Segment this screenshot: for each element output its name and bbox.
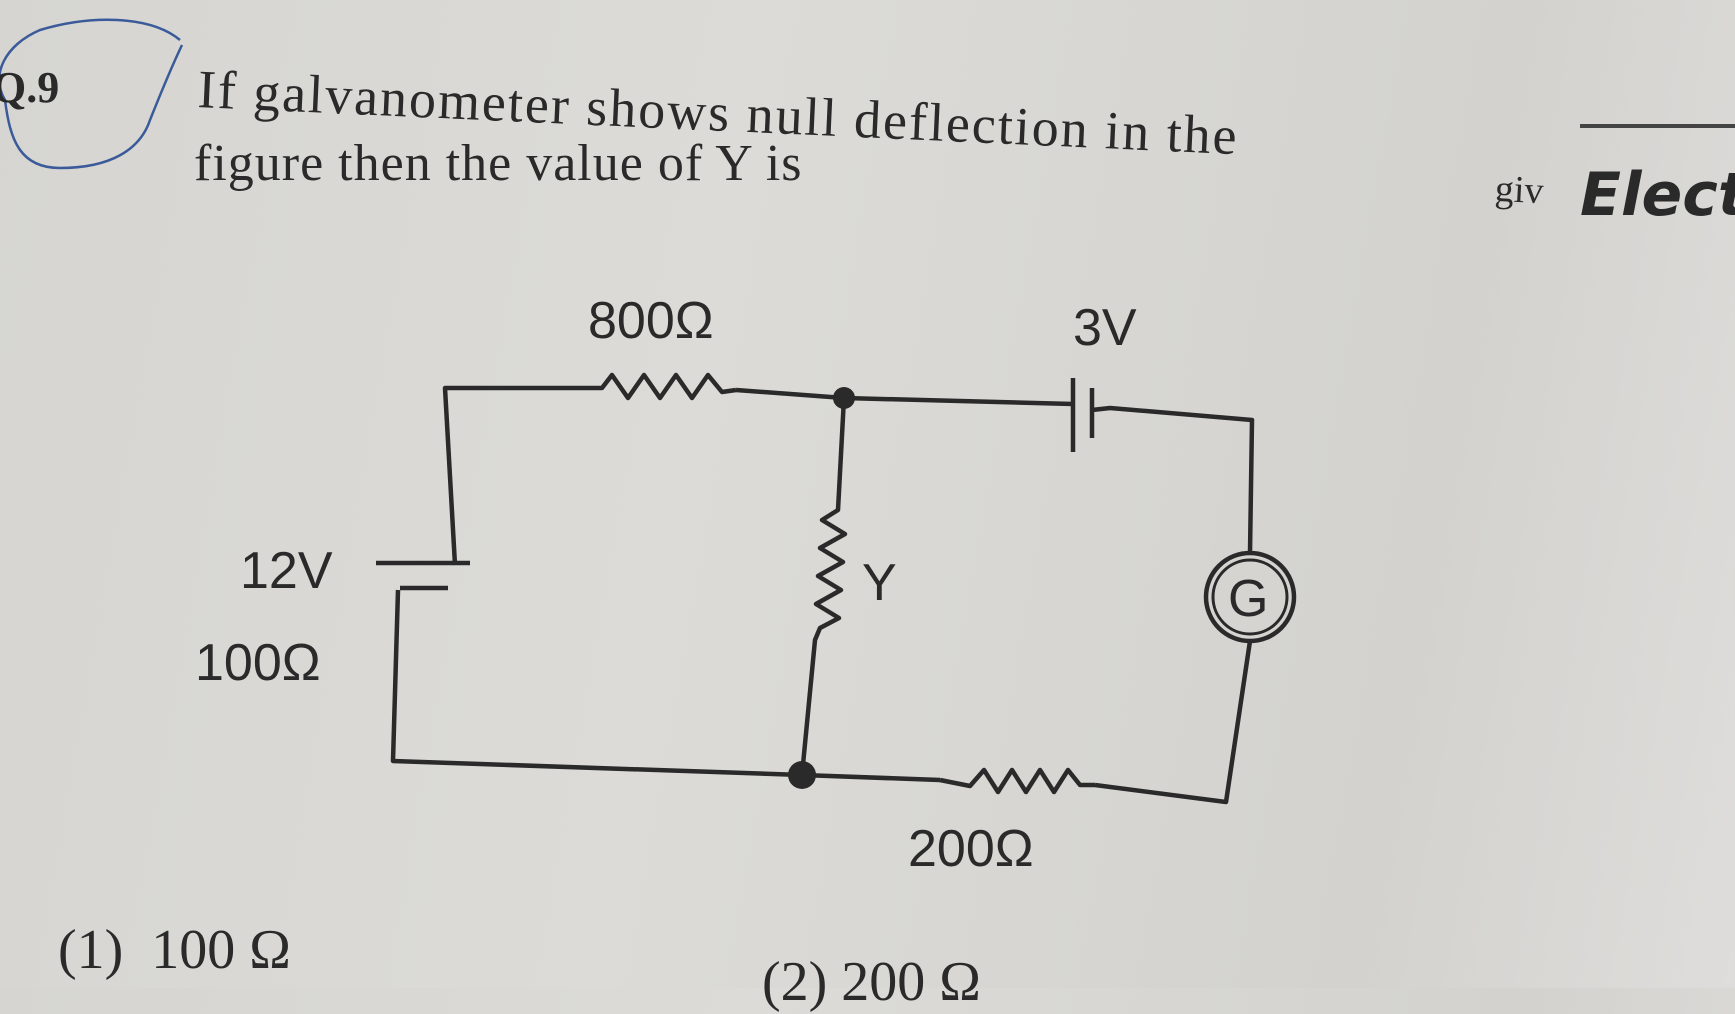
q-number-circle (0, 18, 184, 170)
label-g: G (1228, 570, 1268, 628)
resistor-800 (592, 372, 737, 401)
circuit-diagram: 800Ω 3V 12V 100Ω Y G 200Ω (195, 292, 1297, 878)
wire-right-top (1091, 405, 1255, 554)
overlay-logo: Elect (1580, 160, 1735, 230)
galvanometer-inner (1211, 558, 1289, 636)
junction-bottom (788, 761, 816, 789)
option-1-label: (1) (58, 919, 124, 981)
divider (1580, 124, 1735, 128)
option-1-value: 100 Ω (151, 919, 291, 981)
label-200: 200Ω (908, 820, 1034, 878)
question-number: Q.9 (0, 63, 60, 112)
option-2-label: (2) (762, 951, 828, 1013)
wire-bottom (390, 589, 941, 783)
junction-top (833, 387, 855, 409)
label-800: 800Ω (588, 292, 714, 350)
label-y: Y (862, 554, 897, 612)
cell-3v (1070, 378, 1095, 452)
wire-right-bottom (1094, 640, 1253, 805)
option-2-value: 200 Ω (841, 951, 981, 1013)
option-1: (1) 100 Ω (58, 918, 291, 982)
label-3v: 3V (1073, 299, 1137, 357)
question-text-line2: figure then the value of Y is (194, 135, 803, 192)
wire-left-top (442, 385, 592, 566)
option-2: (2) 200 Ω (762, 950, 981, 1014)
resistor-200 (939, 767, 1095, 795)
label-100: 100Ω (195, 634, 321, 692)
battery-12v (376, 560, 470, 591)
wire-top-mid (735, 387, 1074, 407)
resistor-y (799, 397, 848, 776)
label-12v: 12V (240, 542, 333, 600)
